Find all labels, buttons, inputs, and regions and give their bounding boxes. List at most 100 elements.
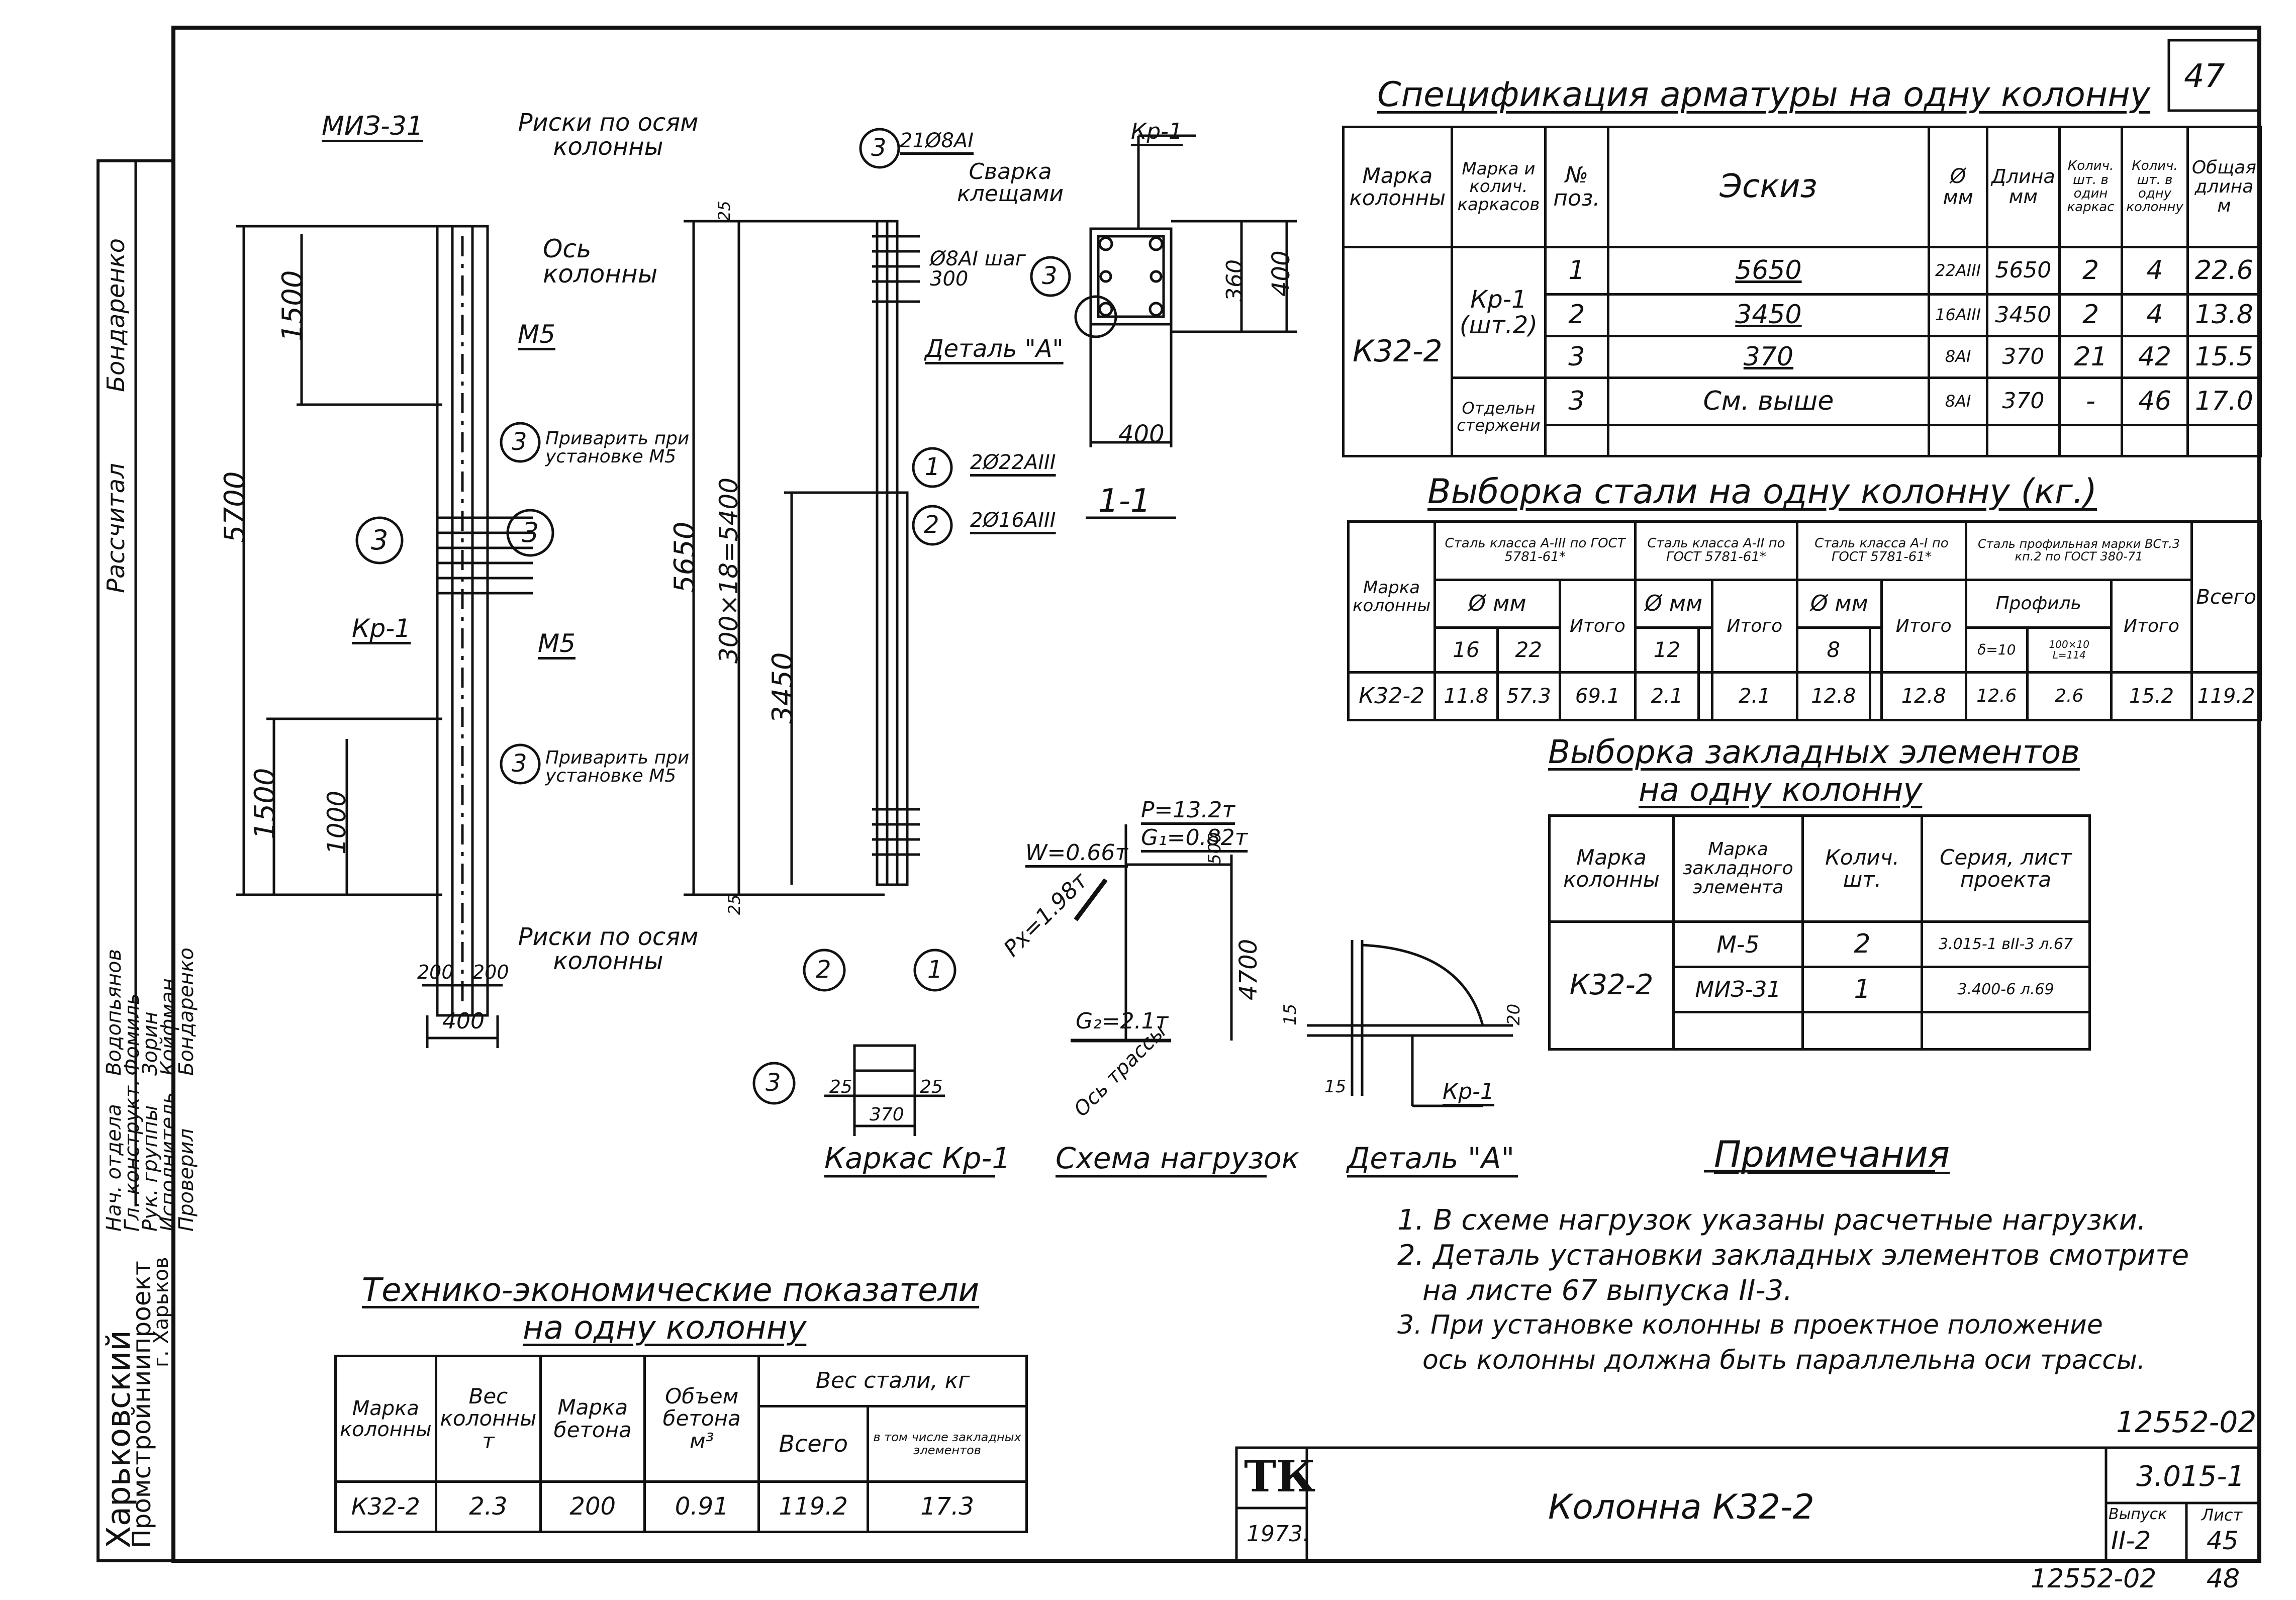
spec-empty-cell	[1544, 423, 1609, 458]
label-kr1: Кр-1	[352, 614, 411, 643]
spec-pos-3: 3	[1544, 334, 1609, 380]
label-welding: Сварка клещами	[957, 159, 1064, 207]
spec-pos-4: 3	[1544, 377, 1609, 426]
load-w: W=0.66т	[1025, 840, 1128, 866]
spec-dia-4: 8АI	[1928, 377, 1988, 426]
emb-el-1: М-5	[1672, 920, 1804, 969]
embedded-title-2: на одну колонну	[1639, 772, 1923, 809]
callout-3-d: 3	[522, 517, 539, 548]
steel-group-2: Сталь класса А-II по ГОСТ 5781-61*	[1634, 520, 1798, 581]
steel-group-3: Сталь класса А-I по ГОСТ 5781-61*	[1795, 520, 1967, 581]
steel-dmm-2: Ø мм	[1634, 578, 1713, 629]
spec-dia-3: 8АI	[1928, 334, 1988, 380]
stamp-vyp: II-2	[2111, 1526, 2151, 1555]
steel-h-mark: Марка колонны	[1347, 520, 1437, 674]
spec-empty-cell	[2121, 423, 2189, 458]
steel-profile: Профиль	[1964, 578, 2113, 629]
emb-h-mark: Марка колонны	[1548, 814, 1675, 923]
steel-sub-22: 22	[1496, 626, 1561, 674]
dim-25-bottom: 25	[725, 894, 744, 915]
tep-concrete: 200	[539, 1480, 646, 1533]
sec-400-bottom: 400	[1118, 420, 1165, 448]
dim-500: 500	[1205, 832, 1225, 865]
embedded-title-1: Выборка закладных элементов	[1548, 734, 2080, 771]
dim-200b: 200	[472, 961, 509, 983]
steel-row-22: 57.3	[1496, 671, 1561, 721]
note-2b: на листе 67 выпуска II-3.	[1422, 1274, 1793, 1307]
steel-sub-12: 12	[1634, 626, 1700, 674]
steel-row-8: 12.8	[1795, 671, 1871, 721]
dim-1500-bottom: 1500	[249, 768, 281, 839]
spec-len-2: 3450	[1985, 293, 2061, 337]
steel-row-itogo2: 2.1	[1710, 671, 1798, 721]
load-g2: G₂=2.1т	[1076, 1008, 1169, 1034]
note-3b: ось колонны должна быть параллельна оси …	[1422, 1345, 2146, 1375]
tep-embedded: 17.3	[867, 1480, 1028, 1533]
spec-frame-qty: (шт.2)	[1459, 311, 1538, 339]
dim-5700: 5700	[219, 471, 251, 543]
callout-3-g: 3	[766, 1069, 781, 1097]
emb-empty	[1672, 1011, 1804, 1051]
emb-h-el: Марка закладного элемента	[1672, 814, 1804, 923]
spec-total-4: 17.0	[2186, 377, 2262, 426]
tep-h-incl: в том числе закладных элементов	[867, 1405, 1028, 1483]
callout-3-b: 3	[1042, 262, 1058, 290]
emb-mark: К32-2	[1548, 920, 1675, 1051]
tep-volume: 0.91	[643, 1480, 760, 1533]
spec-q1-2: 2	[2058, 293, 2124, 337]
caption-load: Схема нагрузок	[1056, 1141, 1299, 1175]
callout-1-a: 1	[925, 453, 940, 481]
callout-3-e: 3	[512, 428, 527, 456]
tep-table: Марка колонны Вес колонны т Марка бетона…	[334, 1355, 1028, 1533]
label-m5a: М5	[518, 320, 555, 349]
steel-row-mark: К32-2	[1347, 671, 1437, 721]
steel-row-empty	[1868, 671, 1883, 721]
spec-q2-1: 4	[2121, 246, 2189, 296]
label-stirrup: 21Ø8АI	[900, 129, 974, 152]
dim-3450: 3450	[767, 652, 799, 724]
sheet-number-top: 47	[2184, 58, 2225, 95]
spec-h-sketch: Эскиз	[1606, 125, 1931, 249]
callout-1-b: 1	[927, 956, 943, 984]
spec-table: Марка колонны Марка и колич. каркасов № …	[1342, 125, 2262, 458]
steel-row-p1: 12.6	[1964, 671, 2029, 721]
steel-itogo-3: Итого	[1880, 578, 1967, 674]
name-5: Бондаренко	[175, 947, 198, 1076]
steel-row-itogo3: 12.8	[1880, 671, 1967, 721]
note-2: 2. Деталь установки закладных элементов …	[1397, 1239, 2189, 1272]
spec-dia-2: 16АIII	[1928, 293, 1988, 337]
spec-empty-cell	[2058, 423, 2124, 458]
spec-h-dia: Ø мм	[1928, 125, 1988, 249]
tep-mark: К32-2	[334, 1480, 437, 1533]
steel-itogo-4: Итого	[2110, 578, 2193, 674]
spec-h-pos: № поз.	[1544, 125, 1609, 249]
notes-title: Примечания	[1714, 1133, 1950, 1175]
spec-h-frame: Марка и колич. каркасов	[1450, 125, 1547, 249]
steel-row-itogo1: 69.1	[1558, 671, 1637, 721]
emb-empty	[1921, 1011, 2091, 1051]
spec-h-mark: Марка колонны	[1342, 125, 1453, 249]
stamp-list-label: Лист	[2202, 1505, 2243, 1525]
label-m5b: М5	[538, 629, 576, 658]
spec-total-2: 13.8	[2186, 293, 2262, 337]
det-20: 20	[1504, 1003, 1524, 1025]
note-3: 3. При установке колонны в проектное пол…	[1397, 1310, 2103, 1340]
dim-4700: 4700	[1234, 938, 1263, 1000]
spec-h-total: Общая длина м	[2186, 125, 2262, 249]
sec-360: 360	[1222, 259, 1248, 302]
spec-empty-cell	[1606, 423, 1931, 458]
label-risks-bottom: Риски по осям колонны	[518, 923, 699, 975]
tep-total: 119.2	[757, 1480, 870, 1533]
caption-detail: Деталь "А"	[1347, 1141, 1515, 1175]
left-title-strip: Харьковский Промстройниипроект г. Харько…	[98, 161, 198, 1561]
tep-title-1: Технико-экономические показатели	[362, 1272, 980, 1309]
label-step: Ø8АI шаг 300	[930, 247, 1026, 291]
steel-dmm-3: Ø мм	[1795, 578, 1883, 629]
spec-title: Спецификация арматуры на одну колонну	[1377, 75, 2151, 115]
note-1: 1. В схеме нагрузок указаны расчетные на…	[1397, 1204, 2146, 1237]
tep-h-total: Всего	[757, 1405, 870, 1483]
steel-table: Марка колонны Сталь класса А-III по ГОСТ…	[1347, 520, 2262, 721]
dim-25-top: 25	[715, 201, 734, 221]
steel-row-16: 11.8	[1433, 671, 1499, 721]
dim-400: 400	[442, 1008, 485, 1034]
